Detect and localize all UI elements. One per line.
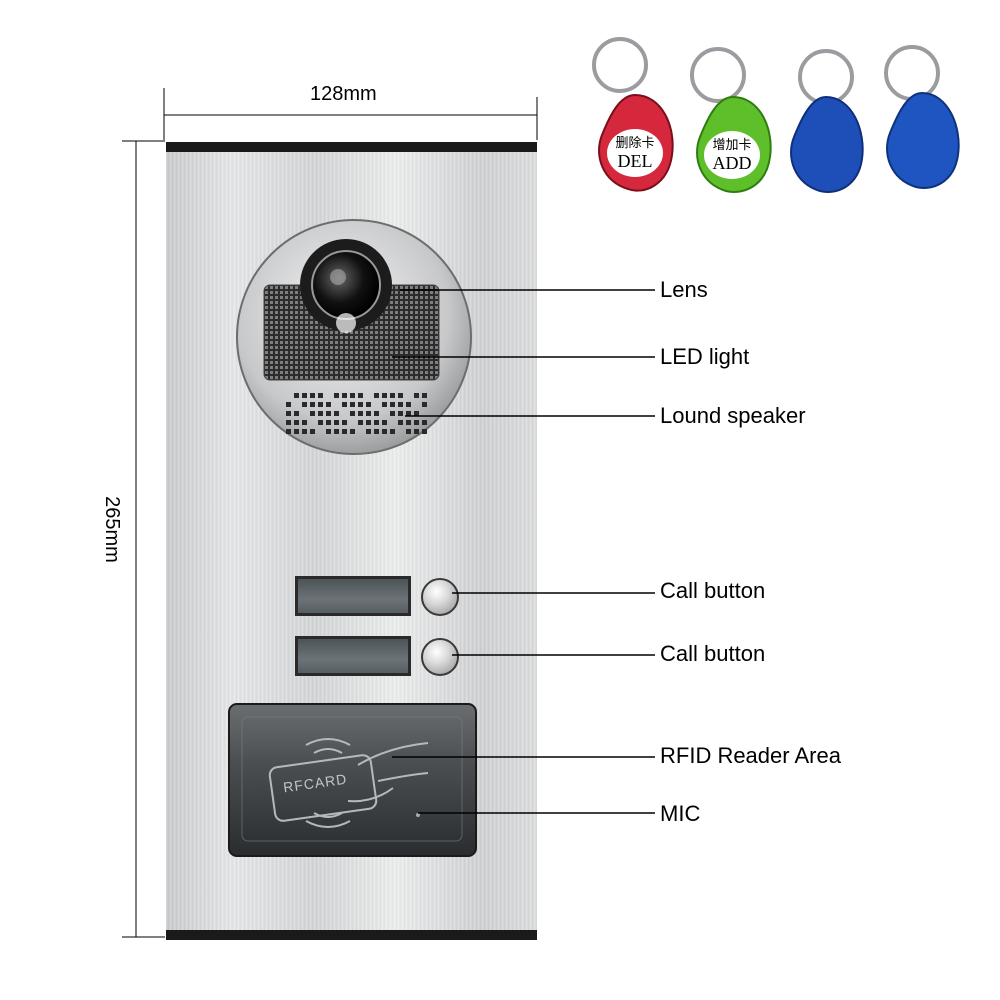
- speaker-grille: [286, 393, 427, 434]
- call-button-1[interactable]: [421, 578, 459, 616]
- panel-bottom-edge: [166, 930, 537, 940]
- callout-lens: Lens: [660, 277, 708, 302]
- keyfob-del-label: DEL: [618, 151, 653, 171]
- callout-rfid: RFID Reader Area: [660, 743, 841, 768]
- name-plate-1: [295, 576, 411, 616]
- call-button-2[interactable]: [421, 638, 459, 676]
- keyfob-add-chinese-label: 增加卡: [712, 138, 751, 153]
- rfid-keyfobs: 删除卡 DEL 增加卡 ADD: [592, 37, 960, 193]
- callout-call-button-2: Call button: [660, 641, 766, 666]
- callout-mic: MIC: [660, 801, 701, 826]
- panel-top-edge: [166, 142, 537, 152]
- keyfob-add-label: ADD: [713, 153, 752, 173]
- callout-led-light: LED light: [660, 344, 750, 369]
- width-dimension-label: 128mm: [310, 83, 377, 105]
- name-plate-2: [295, 636, 411, 676]
- rfid-reader-pad[interactable]: [228, 703, 478, 858]
- callout-call-button-1: Call button: [660, 578, 766, 603]
- keyfob-del-chinese-label: 删除卡: [615, 136, 654, 151]
- callout-speaker: Lound speaker: [660, 403, 806, 428]
